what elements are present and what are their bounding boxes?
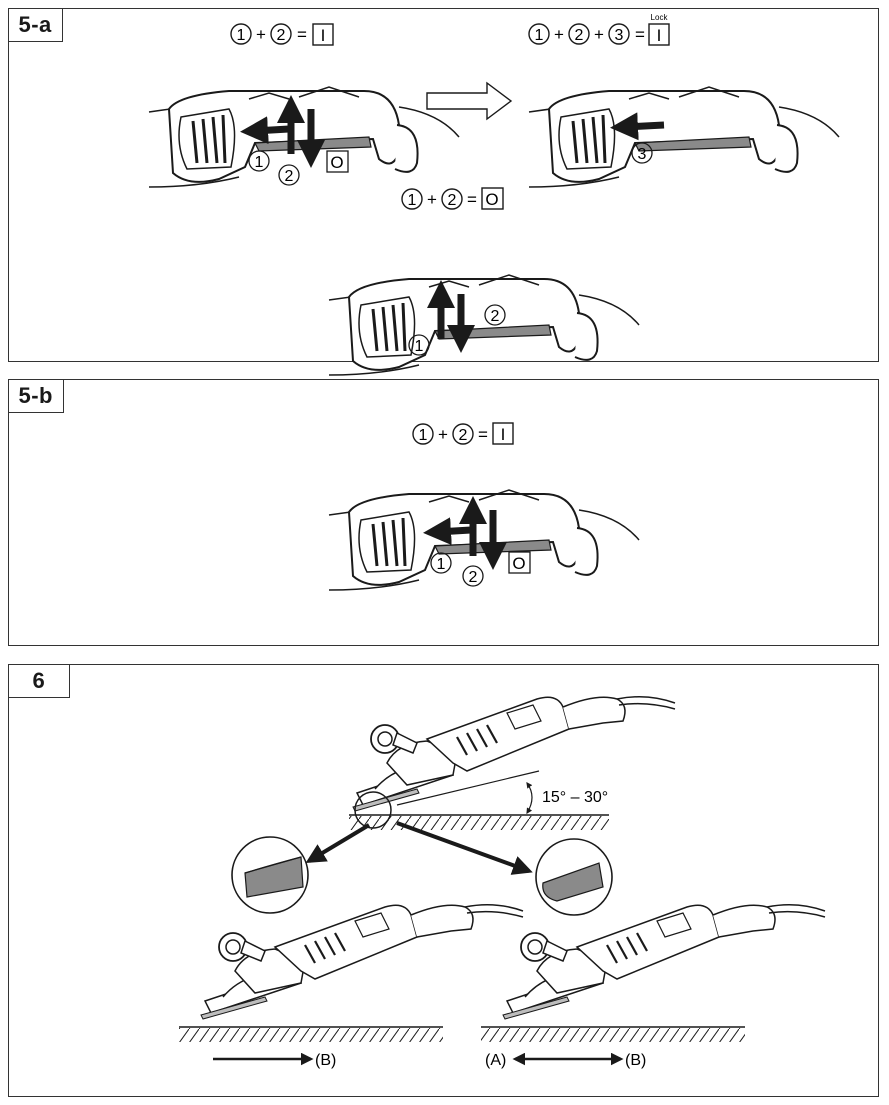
svg-text:1: 1 — [255, 154, 264, 171]
grinder-callout-1 — [147, 85, 461, 189]
equation-lock: 1 + 2 + 3 = I Lock — [528, 13, 670, 46]
eq-off-step-b: 2 — [448, 192, 457, 209]
eq-on-step-a: 1 — [237, 27, 246, 44]
right-detail-circle — [535, 838, 613, 916]
right-label-b: (B) — [625, 1052, 646, 1069]
svg-text:+: + — [256, 25, 266, 44]
svg-text:=: = — [467, 190, 477, 209]
eq-lock-step-b: 2 — [575, 27, 584, 44]
svg-text:+: + — [554, 25, 564, 44]
bottom-right-surface — [481, 1026, 745, 1042]
top-work-surface — [349, 814, 609, 830]
panel-5b-artwork: 1 + 2 = I 1 2 O — [327, 422, 641, 592]
angle-label: 15° – 30° — [542, 789, 608, 806]
eq-lock-step-c: 3 — [615, 27, 624, 44]
transition-arrow-icon — [426, 81, 513, 121]
angle-arc-icon — [526, 782, 533, 815]
svg-text:=: = — [478, 425, 488, 444]
panel-5b: 5-b 1 + 2 = I 1 2 — [7, 378, 879, 646]
eq-lock-result: I — [657, 26, 662, 45]
svg-text:O: O — [330, 153, 343, 172]
svg-text:1: 1 — [415, 338, 424, 355]
left-detail-circle — [231, 836, 309, 914]
eq-on-step-b: 2 — [277, 27, 286, 44]
grinder-5b-arrows — [423, 496, 507, 570]
panel-5b-tag: 5-b — [7, 378, 64, 413]
eq-on-result: I — [321, 26, 326, 45]
equation-off: 1 + 2 = O — [401, 187, 504, 210]
grinder-callout-3 — [327, 273, 641, 377]
bottom-left-grinder — [199, 903, 525, 1021]
lock-label: Lock — [651, 13, 669, 22]
svg-text:O: O — [512, 554, 525, 573]
svg-text:2: 2 — [469, 569, 478, 586]
svg-text:2: 2 — [285, 168, 294, 185]
right-label-a: (A) — [485, 1052, 506, 1069]
panel-5a-artwork: 1 + 2 = I 1 + 2 + 3 = I Lock — [147, 13, 841, 377]
callout-2-label: 3 — [631, 142, 653, 164]
panel-5a-tag: 5-a — [7, 7, 63, 42]
svg-text:2: 2 — [459, 427, 468, 444]
detail-magnifier-icon — [354, 791, 392, 829]
svg-text:1: 1 — [437, 556, 446, 573]
callout-3-labels: 1 2 — [408, 304, 506, 356]
grinder-callout-2 — [527, 85, 841, 189]
svg-text:+: + — [594, 25, 604, 44]
grinder-5b — [327, 488, 641, 592]
arrow-to-right-detail — [396, 821, 533, 875]
equation-on: 1 + 2 = I — [230, 23, 334, 46]
svg-text:=: = — [297, 25, 307, 44]
panel-6-artwork: 15° – 30° (B) — [179, 695, 827, 1069]
eq-off-step-a: 1 — [408, 192, 417, 209]
grinder-5b-labels: 1 2 O — [430, 551, 531, 587]
bottom-left-surface — [179, 1026, 443, 1042]
equation-on-5b: 1 + 2 = I — [412, 422, 514, 445]
angle-reference-line — [396, 770, 540, 806]
eq-off-result: O — [485, 190, 498, 209]
svg-text:3: 3 — [638, 146, 647, 163]
arrow-to-left-detail — [305, 823, 371, 864]
callout-3-arrows — [427, 280, 475, 353]
eq-lock-step-a: 1 — [535, 27, 544, 44]
svg-text:2: 2 — [491, 308, 500, 325]
svg-text:I: I — [501, 425, 506, 444]
callout-1-labels: 1 2 O — [248, 150, 349, 186]
svg-text:+: + — [427, 190, 437, 209]
panel-6-tag: 6 — [7, 663, 71, 698]
bottom-right-grinder — [501, 903, 827, 1021]
callout-1-arrows — [240, 95, 325, 168]
callout-2-arrow — [610, 112, 665, 141]
top-grinder — [351, 695, 677, 813]
left-label-b: (B) — [315, 1052, 336, 1069]
svg-text:1: 1 — [419, 427, 428, 444]
svg-text:+: + — [438, 425, 448, 444]
panel-6: 6 — [7, 663, 879, 1097]
panel-5a: 5-a — [7, 7, 879, 377]
svg-text:=: = — [635, 25, 645, 44]
